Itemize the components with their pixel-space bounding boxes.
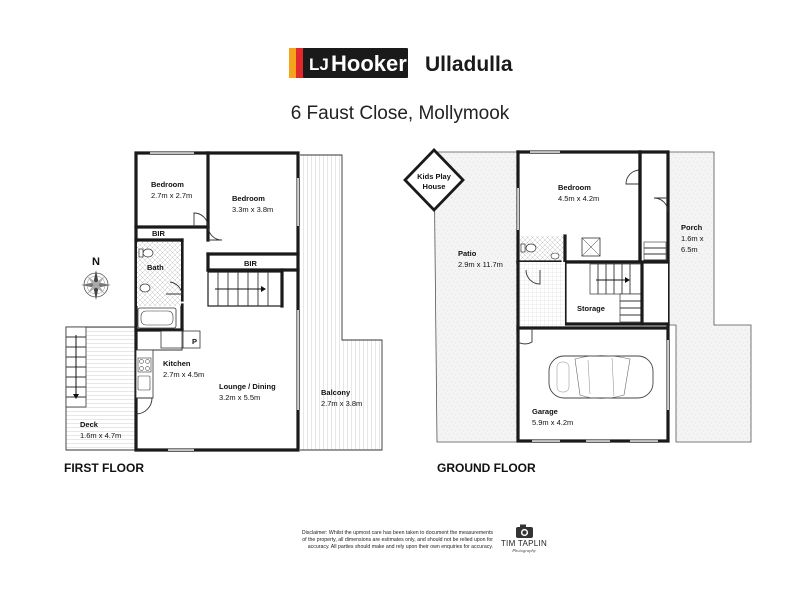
bedroom-2-name: Bedroom [232, 194, 265, 203]
bedroom-2-dims: 3.3m x 3.8m [232, 205, 273, 214]
disclaimer-line-1: Disclaimer: Whilst the upmost care has b… [302, 530, 494, 536]
door-swing-icon [625, 169, 641, 185]
kids-play-house-line2: House [423, 182, 446, 191]
stairs-arrow-icon [261, 286, 266, 292]
logo-red-bar [296, 48, 306, 78]
deck-stairs [65, 326, 87, 408]
disclaimer: Disclaimer: Whilst the upmost care has b… [302, 530, 494, 550]
toilet-icon [138, 248, 154, 258]
stairs-arrow-icon [73, 394, 79, 399]
patio-dims: 2.9m x 11.7m [458, 260, 503, 269]
logo-mark: LJ [309, 55, 329, 74]
car-icon [548, 355, 654, 399]
photographer-name: TIM TAPLIN [501, 539, 547, 548]
agency-logo: LJ Hooker [289, 48, 408, 78]
deck-name: Deck [80, 420, 99, 429]
disclaimer-line-2: of the property, all dimensions are esti… [302, 537, 493, 543]
photographer-logo: TIM TAPLIN Photography [501, 524, 547, 553]
garage-dims: 5.9m x 4.2m [532, 418, 573, 427]
door-swing-icon [653, 197, 669, 213]
pantry-cupboard [160, 330, 184, 349]
sink-icon [139, 283, 151, 293]
porch-area [667, 151, 752, 443]
porch-dims-line2: 6.5m [681, 245, 698, 254]
kitchen-bench [135, 349, 154, 399]
porch-dims-line1: 1.6m x [681, 234, 704, 243]
bedroom-1-dims: 2.7m x 2.7m [151, 191, 192, 200]
stairs-arrow-icon [625, 277, 630, 283]
kids-play-house-line1: Kids Play [417, 172, 452, 181]
disclaimer-line-3: accuracy. All parties should make and re… [308, 544, 493, 550]
balcony-decking-extension [342, 340, 382, 450]
door-swing-icon [193, 212, 209, 228]
camera-icon [516, 524, 533, 538]
photographer-tagline: Photography [511, 548, 536, 553]
shower-icon [581, 237, 601, 257]
internal-stairs-treads [215, 272, 269, 306]
ground-bedroom-dims: 4.5m x 4.2m [558, 194, 599, 203]
first-floor-plan: P [64, 151, 383, 475]
ground-floor-plan: Kids Play House [403, 147, 752, 475]
toilet-icon [520, 243, 537, 253]
compass-rose-icon: N [81, 256, 111, 300]
logo-brand-name: Hooker [331, 51, 407, 76]
ground-floor-label: GROUND FLOOR [437, 461, 536, 475]
door-swing-icon [517, 328, 533, 345]
bir-1-label: BIR [152, 229, 166, 238]
balcony-name: Balcony [321, 388, 351, 397]
first-floor-label: FIRST FLOOR [64, 461, 144, 475]
stove-icon [137, 357, 152, 373]
office-name: Ulladulla [425, 53, 513, 76]
bath-label: Bath [147, 263, 164, 272]
bedroom-1-name: Bedroom [151, 180, 184, 189]
garage-walls [516, 326, 670, 443]
door-swing-icon [207, 225, 223, 241]
balcony-decking [300, 155, 342, 450]
lounge-dims: 3.2m x 5.5m [219, 393, 260, 402]
deck-dims: 1.6m x 4.7m [80, 431, 121, 440]
lounge-name: Lounge / Dining [219, 382, 276, 391]
kids-play-house: Kids Play House [403, 147, 465, 213]
door-swing-icon [525, 269, 541, 285]
door-swing-icon [135, 397, 153, 415]
door-swing-icon [166, 281, 183, 295]
storage-label: Storage [577, 304, 605, 313]
pantry-label: P [192, 337, 197, 346]
ground-stairs [589, 263, 643, 323]
logo-black-block [303, 48, 408, 78]
kitchen-name: Kitchen [163, 359, 191, 368]
porch-name: Porch [681, 223, 703, 232]
garage-name: Garage [532, 407, 558, 416]
bir-2-label: BIR [244, 259, 258, 268]
property-address: 6 Faust Close, Mollymook [291, 103, 510, 124]
bathtub-icon [137, 307, 177, 329]
ground-bedroom-name: Bedroom [558, 183, 591, 192]
balcony-dims: 2.7m x 3.8m [321, 399, 362, 408]
compass-north-label: N [92, 256, 100, 268]
balcony-outline [300, 154, 383, 451]
sink-icon [137, 375, 151, 391]
sink-icon [550, 252, 560, 260]
logo-orange-bar [289, 48, 299, 78]
kitchen-dims: 2.7m x 4.5m [163, 370, 204, 379]
patio-name: Patio [458, 249, 477, 258]
